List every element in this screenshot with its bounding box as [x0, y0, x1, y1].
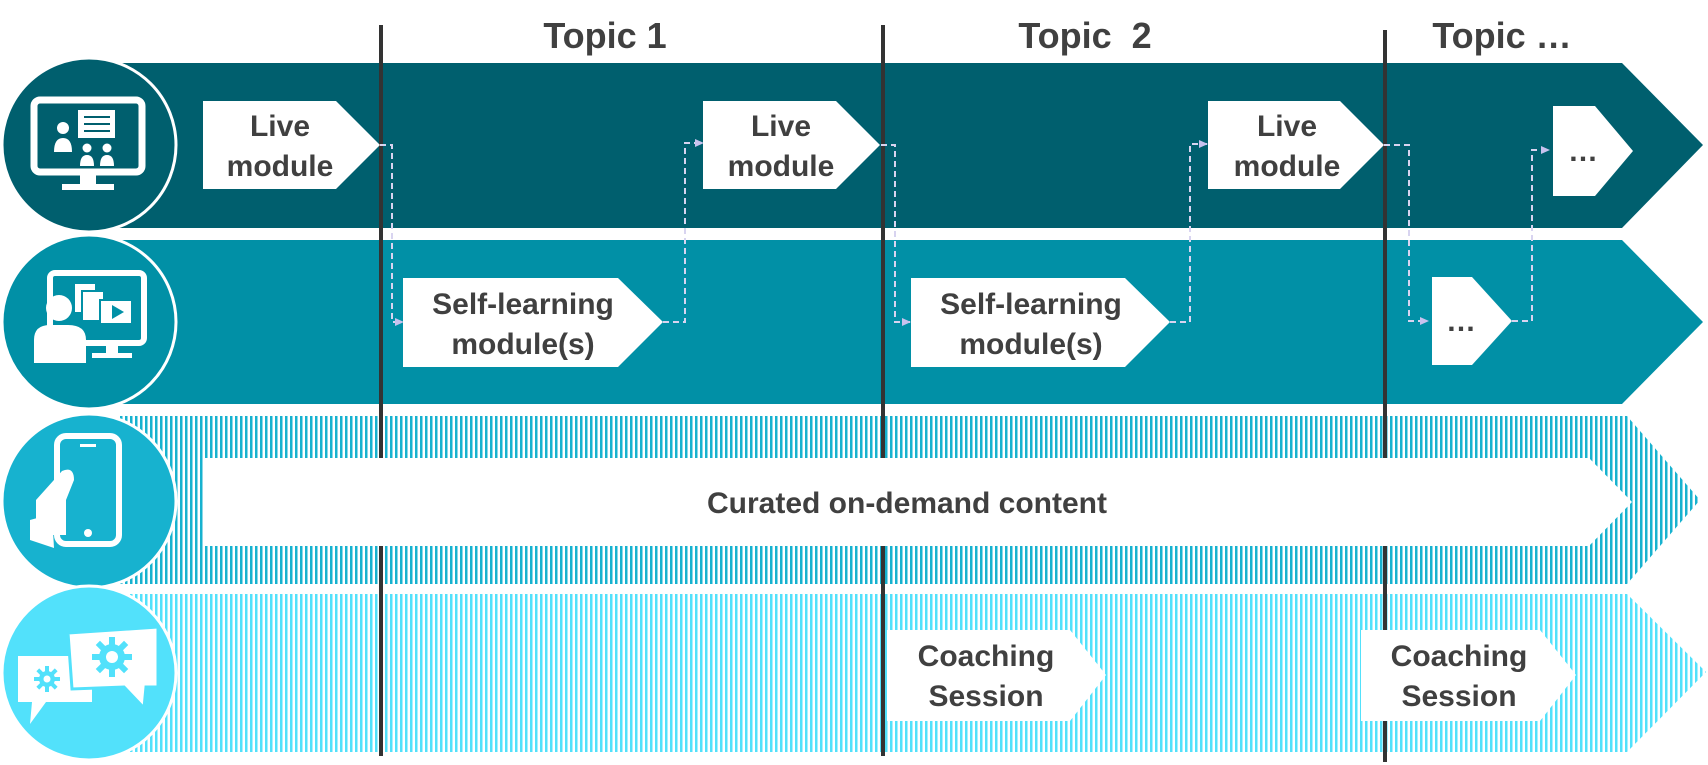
self-learning-module-shape [403, 278, 663, 367]
connector-live1-to-self1 [380, 144, 404, 326]
self-learning-module-more-label: … [1446, 305, 1476, 338]
live-module-more-label: … [1568, 135, 1598, 168]
connector-live2-to-self2 [881, 144, 911, 326]
live-module-shape [1208, 101, 1384, 189]
curated-content-bar: Curated on-demand content [203, 458, 1632, 546]
chat-gears-icon [0, 584, 178, 762]
coaching-session-2: Coaching Session [1361, 630, 1576, 721]
live-module-2: Live module [703, 101, 880, 189]
coaching-session-shape [1361, 630, 1576, 721]
mobile-phone-hand-icon [0, 412, 178, 590]
connector-self-more-to-live-more [1512, 146, 1550, 322]
self-learning-label-line1: Self-learning [940, 288, 1122, 321]
live-module-3: Live module [1208, 101, 1384, 189]
live-module-label-line2: module [227, 150, 334, 183]
coaching-session-label-line1: Coaching [918, 640, 1055, 673]
topic-headers: Topic 1 Topic 2 Topic … [543, 15, 1571, 56]
topic-2-header: Topic 2 [1018, 15, 1151, 56]
curated-content-label: Curated on-demand content [707, 487, 1107, 520]
live-module-shape [703, 101, 880, 189]
live-module-label-line1: Live [250, 110, 310, 143]
monitor-classroom-icon [0, 56, 178, 234]
self-learning-module-shape [911, 278, 1170, 367]
coaching-session-1: Coaching Session [887, 630, 1106, 721]
live-module-1: Live module [203, 101, 380, 189]
self-learning-label-line2: module(s) [959, 328, 1102, 361]
self-learning-module-more-shape [1432, 277, 1512, 365]
coaching-session-shape [887, 630, 1106, 721]
self-learning-label-line2: module(s) [451, 328, 594, 361]
live-module-label-line2: module [728, 150, 835, 183]
self-learning-module-more: … [1432, 277, 1512, 365]
topic-more-header: Topic … [1432, 15, 1571, 56]
connector-self1-to-live2 [663, 139, 704, 323]
connector-live3-to-self-more [1384, 144, 1429, 325]
lane-icons [0, 56, 178, 762]
flow-connectors [380, 139, 1550, 326]
self-learning-label-line1: Self-learning [432, 288, 614, 321]
learner-computer-icon [0, 233, 178, 411]
self-learning-module-2: Self-learning module(s) [911, 278, 1170, 367]
connector-self2-to-live3 [1170, 140, 1208, 323]
coaching-session-label-line2: Session [928, 680, 1043, 713]
live-module-label-line1: Live [1257, 110, 1317, 143]
topic-1-header: Topic 1 [543, 15, 666, 56]
live-module-label-line1: Live [751, 110, 811, 143]
live-module-more: … [1553, 106, 1633, 196]
live-module-more-shape [1553, 106, 1633, 196]
curated-content-shape [203, 458, 1632, 546]
coaching-session-label-line2: Session [1401, 680, 1516, 713]
live-module-shape [203, 101, 380, 189]
coaching-session-label-line1: Coaching [1391, 640, 1528, 673]
live-module-label-line2: module [1234, 150, 1341, 183]
self-learning-module-1: Self-learning module(s) [403, 278, 663, 367]
